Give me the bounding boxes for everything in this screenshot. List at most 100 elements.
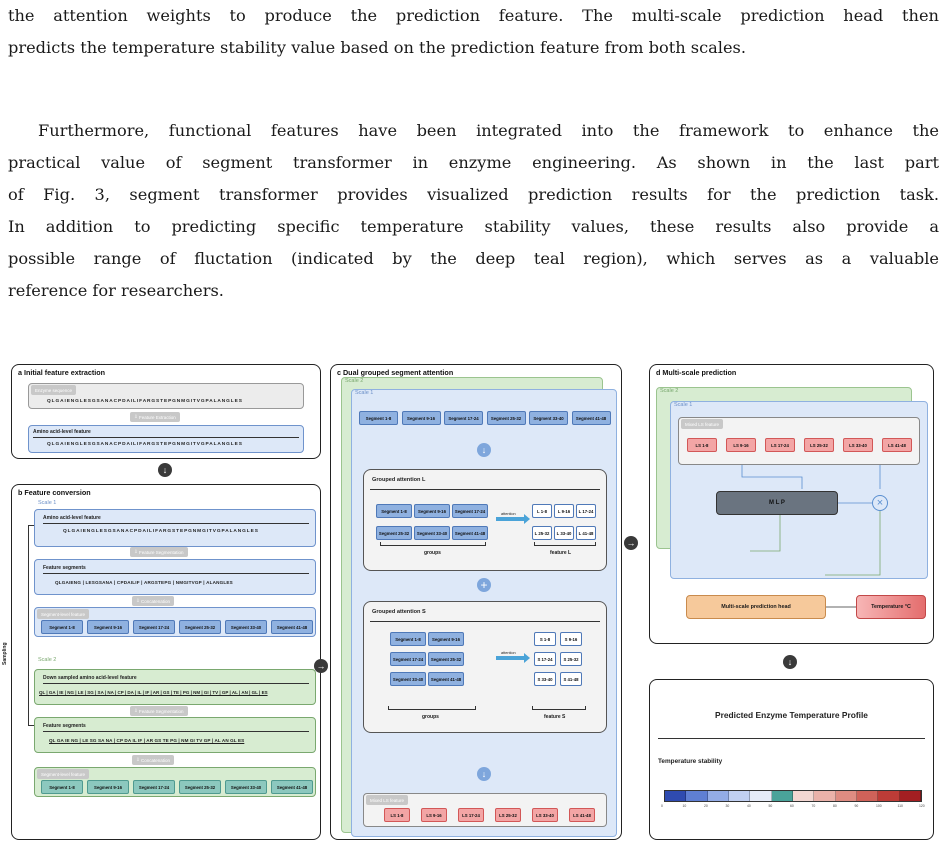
segment-chip: LS 17-24 (458, 808, 484, 822)
segment-chip: Segment 9-16 (87, 620, 129, 634)
scale-2-label: Scale 2 (38, 657, 57, 663)
divider (33, 437, 299, 438)
concatenation-label: Concatenation (141, 598, 171, 604)
segment-chip: Segment 25-32 (179, 780, 221, 794)
down-sampled-sequence: QL | GA | IE | NG | LE | SG | SA | NA | … (39, 690, 268, 695)
concatenation-step: ⇩ Concatenation (132, 755, 175, 765)
text-line: predicts the temperature stability value… (8, 38, 747, 57)
segment-chip: Segment 17-24 (452, 504, 488, 518)
segment-chip: Segment 33-40 (225, 620, 267, 634)
segment-chip: L 9-16 (554, 504, 574, 518)
enzyme-sequence: QLGAIENGLESGSANACPDAILIFARGSTEPGNMGITVGP… (47, 399, 243, 404)
segment-chip: Segment 9-16 (87, 780, 129, 794)
colorbar-cell (899, 791, 921, 801)
divider (43, 683, 309, 684)
colorbar-tick-label: 60 (790, 804, 794, 808)
amino-sequence: QLGAIENGLESGSANACPDAILIFARGSTEPGNMGITVGP… (63, 529, 259, 534)
text-line: practical value of segment transformer i… (8, 153, 939, 172)
segment-chip: Segment 1-8 (390, 632, 426, 646)
b-down-box: Down sampled amino acid-level feature QL… (34, 669, 316, 705)
segment-chip: Segment 9-16 (401, 411, 441, 425)
scale-1-label: Scale 1 (674, 402, 693, 408)
temperature-label: Temperature °C (871, 604, 911, 610)
mlp-box: M L P (716, 491, 838, 515)
colorbar-cell (878, 791, 900, 801)
attention-arrow-icon (496, 656, 526, 660)
colorbar-cell (707, 791, 729, 801)
segment-chip: Segment 17-24 (444, 411, 483, 425)
colorbar-tick-label: 90 (854, 804, 859, 808)
panel-d: d Multi-scale prediction Scale 2 Scale 1… (649, 364, 934, 644)
text-line: possible range of fluctation (indicated … (8, 249, 939, 268)
segment-chip: Segment 41-48 (271, 780, 313, 794)
divider (43, 731, 309, 732)
segment-chip: LS 9-16 (726, 438, 756, 452)
segment-chip: LS 9-16 (421, 808, 447, 822)
panel-a-title: a Initial feature extraction (18, 368, 106, 377)
scale-2-label: Scale 2 (345, 378, 364, 384)
colorbar-cell (686, 791, 708, 801)
segment-chip: L 33-40 (554, 526, 574, 540)
text-line: Furthermore, functional features have be… (38, 121, 939, 140)
bracket (532, 706, 586, 710)
segment-chip: LS 33-40 (532, 808, 558, 822)
text-line: the attention weights to produce the pre… (8, 6, 939, 25)
attention-S-title: Grouped attention S (372, 609, 426, 615)
amino-feature-box: Amino acid-level feature QLGAIENGLESGSAN… (28, 425, 304, 453)
colorbar-cell (728, 791, 751, 801)
down-arrow-icon: ⇩ (136, 757, 142, 762)
temperature-box: Temperature °C (856, 595, 926, 619)
segment-chip: L 17-24 (576, 504, 596, 518)
colorbar-tick-label: 70 (811, 804, 816, 808)
segment-chip: Segment 33-40 (225, 780, 267, 794)
paragraph-2: Furthermore, functional features have be… (8, 115, 939, 307)
groups-label: groups (424, 550, 441, 556)
segment-chip: Segment 1-8 (41, 620, 83, 634)
bracket (388, 706, 476, 710)
amino-feature-label: Amino acid-level feature (43, 515, 101, 521)
attention-arrow-icon (524, 514, 530, 524)
mlp-label: M L P (769, 500, 785, 506)
down-arrow-icon: ⇩ (136, 598, 142, 603)
groups-label: groups (422, 714, 439, 720)
figure-3: a Initial feature extraction Enzyme sequ… (2, 361, 939, 842)
segment-chip: Segment 33-40 (390, 672, 426, 686)
segment-chip: LS 41-48 (882, 438, 912, 452)
segment-chip: Segment 25-32 (428, 652, 464, 666)
attention-arrow-icon (524, 653, 530, 663)
colorbar-tick-label: 80 (833, 804, 837, 808)
segment-chip: LS 25-32 (495, 808, 521, 822)
bracket (534, 542, 596, 546)
segment-chip: L 1-8 (532, 504, 552, 518)
feature-segmentation-label: Feature Segmentation (139, 708, 184, 714)
panel-b-title: b Feature conversion (18, 488, 91, 497)
segment-chip: S 1-8 (534, 632, 556, 646)
mixed-ls-label: Mixed LS feature (366, 795, 409, 805)
panel-e: Predicted Enzyme Temperature Profile Tem… (649, 679, 934, 840)
b-amino-box: Amino acid-level feature QLGAIENGLESGSAN… (34, 509, 316, 547)
sampling-label: Sampling (2, 642, 8, 665)
colorbar-tick-label: 110 (897, 804, 903, 808)
panel-d-title: d Multi-scale prediction (656, 368, 737, 377)
segment-chip: Segment 17-24 (390, 652, 426, 666)
attention-label: attention (501, 512, 516, 516)
temperature-colorbar (664, 790, 922, 802)
enzyme-sequence-label: Enzyme sequence (31, 385, 77, 395)
bracket (380, 542, 486, 546)
divider (658, 738, 925, 739)
feature-segments: QL GA IE NG | LE SG SA NA | CP DA IL IF … (49, 738, 245, 743)
sampling-line (28, 525, 29, 725)
colorbar-tick-label: 0 (661, 804, 663, 808)
segment-chip: Segment 33-40 (414, 526, 450, 540)
down-arrow-icon: ↓ (158, 463, 172, 477)
temperature-stability-label: Temperature stability (658, 758, 723, 765)
segment-chip: Segment 41-48 (452, 526, 488, 540)
amino-sequence: QLGAIENGLESGSANACPDAILIFARGSTEPGNMGITVGP… (47, 442, 243, 447)
b-segments-box: Feature segments QLGAIENG | LESGSANA | C… (34, 559, 316, 595)
segment-chip: LS 33-40 (843, 438, 873, 452)
segment-chip: Segment 25-32 (376, 526, 412, 540)
enzyme-sequence-box: Enzyme sequence QLGAIENGLESGSANACPDAILIF… (28, 383, 304, 409)
segment-chip: L 41-48 (576, 526, 596, 540)
feature-segments-label: Feature segments (43, 723, 86, 729)
